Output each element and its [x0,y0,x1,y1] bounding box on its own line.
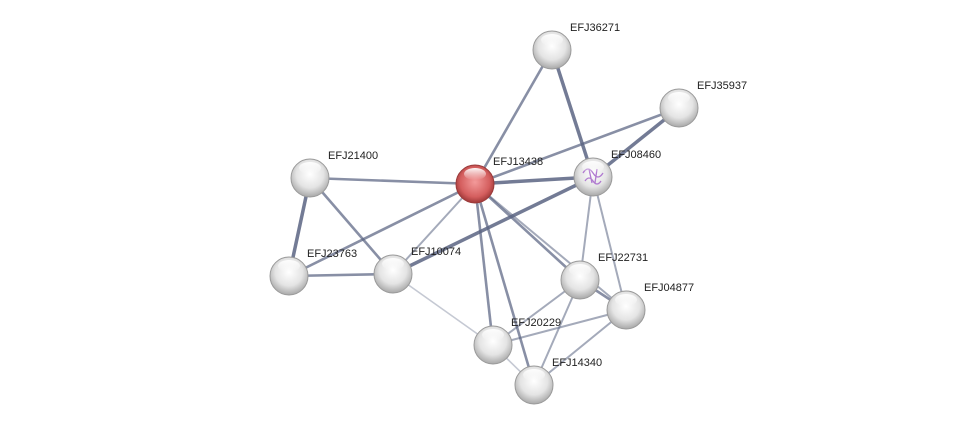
node-EFJ23763[interactable]: EFJ23763 [269,248,357,296]
node-label: EFJ36271 [570,22,620,34]
node-label: EFJ35937 [697,80,747,92]
node-label: EFJ10074 [411,246,461,258]
edge-EFJ04877-EFJ20229[interactable] [492,309,627,346]
node-EFJ14340[interactable]: EFJ14340 [514,357,602,405]
node-highlight [569,264,591,276]
node-highlight [482,329,504,341]
node-label: EFJ08460 [611,149,661,161]
node-EFJ20229[interactable]: EFJ20229 [473,317,561,365]
node-label: EFJ23763 [307,248,357,260]
edge-EFJ13438-EFJ22731[interactable] [474,183,581,281]
node-label: EFJ04877 [644,282,694,294]
edge-EFJ13438-EFJ08460[interactable] [474,175,594,186]
node-EFJ08460[interactable]: EFJ08460 [573,149,661,197]
edge-EFJ13438-EFJ36271[interactable] [473,49,554,185]
node-label: EFJ20229 [511,317,561,329]
edge-EFJ13438-EFJ20229[interactable] [473,183,495,346]
edge-EFJ10074-EFJ20229[interactable] [392,273,494,346]
node-EFJ10074[interactable]: EFJ10074 [373,246,461,294]
node-EFJ21400[interactable]: EFJ21400 [290,150,378,198]
node-EFJ22731[interactable]: EFJ22731 [560,252,648,300]
node-EFJ04877[interactable]: EFJ04877 [606,282,694,330]
edge-EFJ04877-EFJ14340[interactable] [533,309,627,386]
edge-EFJ36271-EFJ08460[interactable] [550,49,595,178]
node-label: EFJ21400 [328,150,378,162]
node-label: EFJ14340 [552,357,602,369]
node-highlight [668,92,690,104]
node-label: EFJ13438 [493,156,543,168]
node-EFJ35937[interactable]: EFJ35937 [659,80,747,128]
node-highlight [615,294,637,306]
node-label: EFJ22731 [598,252,648,264]
edge-EFJ13438-EFJ35937[interactable] [474,106,680,186]
node-EFJ13438[interactable]: EFJ13438 [455,156,543,204]
edge-EFJ10074-EFJ13438[interactable] [392,183,476,275]
edge-EFJ13438-EFJ04877[interactable] [474,183,627,311]
node-highlight [382,258,404,270]
edge-EFJ10074-EFJ08460[interactable] [392,175,594,276]
node-EFJ36271[interactable]: EFJ36271 [532,22,620,70]
edge-EFJ23763-EFJ13438[interactable] [288,182,476,278]
edge-EFJ21400-EFJ10074[interactable] [309,177,394,275]
node-highlight [582,161,604,173]
node-highlight [541,34,563,46]
node-highlight [523,369,545,381]
node-highlight [278,260,300,272]
node-highlight [299,162,321,174]
node-highlight [464,168,486,180]
edge-EFJ08460-EFJ04877[interactable] [592,176,627,311]
edge-EFJ21400-EFJ13438[interactable] [309,176,476,186]
edge-EFJ13438-EFJ14340[interactable] [473,183,536,386]
